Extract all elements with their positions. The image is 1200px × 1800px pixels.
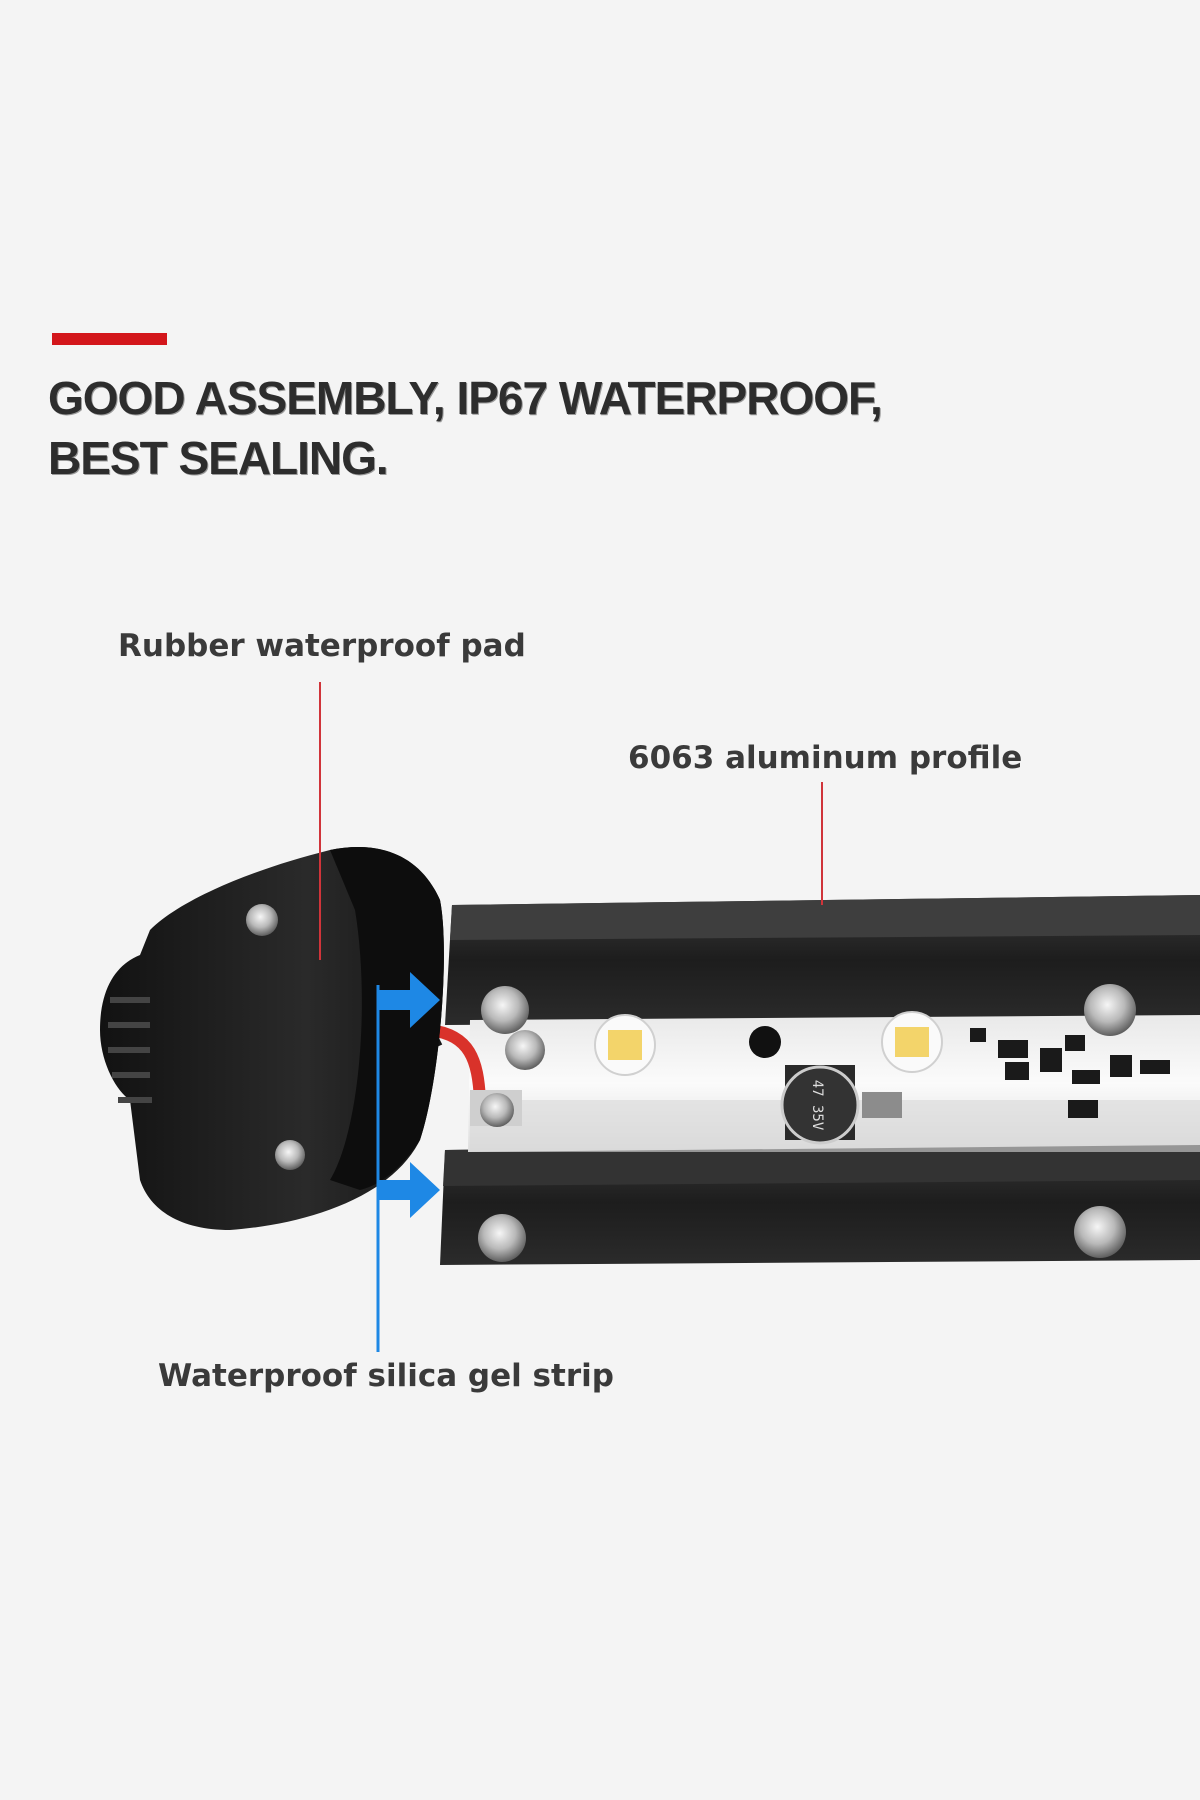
- resistor: [862, 1092, 902, 1118]
- led-pcb: 47 35V: [468, 1011, 1200, 1152]
- screw: [275, 1140, 305, 1170]
- capacitor: 47 35V: [780, 1065, 860, 1145]
- headline-line-2: BEST SEALING.: [48, 432, 389, 484]
- callout-aluminum-profile: 6063 aluminum profile: [628, 740, 1023, 776]
- profile-screws: [478, 984, 1136, 1262]
- blue-arrow-icon: [378, 1162, 440, 1218]
- led-chip: [881, 1011, 943, 1073]
- smd-components: [970, 1028, 1170, 1118]
- mount-hole: [749, 1026, 781, 1058]
- headline-line-1: GOOD ASSEMBLY, IP67 WATERPROOF,: [48, 372, 883, 424]
- headline: GOOD ASSEMBLY, IP67 WATERPROOF, BEST SEA…: [48, 368, 1048, 488]
- blue-arrow-icon: [378, 972, 440, 1028]
- screw: [246, 904, 278, 936]
- accent-bar: [52, 333, 167, 345]
- end-cap: [100, 847, 444, 1230]
- capacitor-marking: 47 35V: [809, 1080, 825, 1131]
- led-chip: [594, 1014, 656, 1076]
- callout-rubber-pad: Rubber waterproof pad: [118, 628, 526, 664]
- rubber-pad: [330, 847, 444, 1190]
- callout-silica-strip: Waterproof silica gel strip: [158, 1358, 614, 1394]
